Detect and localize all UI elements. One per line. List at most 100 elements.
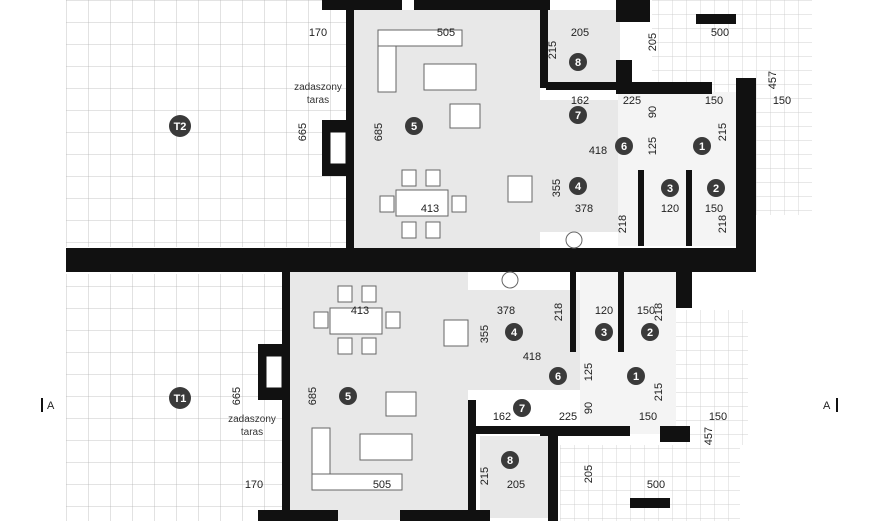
- dim-label: 162: [493, 411, 511, 423]
- dim-label: 170: [245, 479, 263, 491]
- upper-room-badge-4: 4: [569, 177, 587, 195]
- section-mark-right-tick: [836, 398, 838, 412]
- dim-label: 205: [583, 465, 595, 483]
- upper-fireplace: [329, 131, 347, 165]
- upper-room8-fill: [546, 10, 620, 84]
- dim-label: 205: [507, 479, 525, 491]
- lower-furniture: [311, 271, 519, 491]
- upper-dimensions: 170 505 205 205 500 215 457 150 162 225 …: [297, 27, 791, 233]
- dim-label: 218: [617, 215, 629, 233]
- dim-label: 500: [647, 479, 665, 491]
- lower-room-badge-6: 6: [549, 367, 567, 385]
- svg-text:7: 7: [519, 403, 525, 415]
- dim-label: 150: [637, 305, 655, 317]
- dim-label: 90: [647, 106, 659, 118]
- svg-text:5: 5: [411, 121, 417, 133]
- svg-text:5: 5: [345, 391, 351, 403]
- upper-room-badge-2: 2: [707, 179, 725, 197]
- svg-text:1: 1: [633, 371, 639, 383]
- svg-text:7: 7: [575, 110, 581, 122]
- dim-label: 418: [523, 351, 541, 363]
- upper-covered-terrace-line2: taras: [307, 95, 329, 106]
- lower-room8-fill: [480, 436, 552, 518]
- section-mark-right: A: [823, 400, 831, 412]
- dim-label: 218: [553, 303, 565, 321]
- dim-label: 225: [623, 95, 641, 107]
- lower-fireplace: [265, 355, 283, 389]
- svg-text:6: 6: [555, 371, 561, 383]
- lower-covered-terrace-line1: zadaszony: [228, 414, 276, 425]
- lower-dimensions: 413 378 218 120 150 218 685 665 355 418 …: [231, 303, 727, 491]
- dim-label: 413: [421, 203, 439, 215]
- lower-room-badges: 1 2 3 4 5 6 7 8: [339, 323, 659, 469]
- lower-room-badge-1: 1: [627, 367, 645, 385]
- dim-label: 162: [571, 95, 589, 107]
- dim-label: 125: [583, 363, 595, 381]
- svg-text:3: 3: [601, 327, 607, 339]
- lower-room-badge-8: 8: [501, 451, 519, 469]
- dim-label: 215: [653, 383, 665, 401]
- walls: [66, 0, 756, 521]
- svg-text:4: 4: [575, 181, 582, 193]
- terrace-right-lower-grid: [676, 310, 748, 445]
- lower-hall-fill: [580, 272, 676, 434]
- dim-label: 215: [479, 467, 491, 485]
- svg-text:8: 8: [507, 455, 513, 467]
- lower-room-badge-2: 2: [641, 323, 659, 341]
- dim-label: 150: [705, 203, 723, 215]
- dim-label: 505: [437, 27, 455, 39]
- dim-label: 225: [559, 411, 577, 423]
- dim-label: 355: [479, 325, 491, 343]
- dim-label: 378: [575, 203, 593, 215]
- lower-room-badge-4: 4: [505, 323, 523, 341]
- dim-label: 150: [705, 95, 723, 107]
- svg-text:2: 2: [713, 183, 719, 195]
- terrace-bottom-grid: [560, 445, 740, 521]
- svg-text:3: 3: [667, 183, 673, 195]
- dim-label: 215: [717, 123, 729, 141]
- upper-room-badge-1: 1: [693, 137, 711, 155]
- upper-furniture: [377, 29, 583, 249]
- svg-text:1: 1: [699, 141, 705, 153]
- dim-label: 457: [703, 427, 715, 445]
- lower-room-badge-5: 5: [339, 387, 357, 405]
- dim-label: 120: [661, 203, 679, 215]
- svg-text:8: 8: [575, 57, 581, 69]
- dim-label: 685: [307, 387, 319, 405]
- dim-label: 150: [709, 411, 727, 423]
- dim-label: 355: [551, 179, 563, 197]
- dim-label: 505: [373, 479, 391, 491]
- dim-label: 500: [711, 27, 729, 39]
- upper-room-badges: 1 2 3 4 5 6 7 8: [405, 53, 725, 197]
- dim-label: 90: [583, 402, 595, 414]
- dim-label: 170: [309, 27, 327, 39]
- upper-room-badge-3: 3: [661, 179, 679, 197]
- svg-text:6: 6: [621, 141, 627, 153]
- terrace-t2-label: T2: [174, 121, 187, 133]
- dim-label: 205: [571, 27, 589, 39]
- dim-label: 685: [373, 123, 385, 141]
- terrace-t2-grid: [66, 0, 350, 247]
- dim-label: 378: [497, 305, 515, 317]
- dim-label: 665: [297, 123, 309, 141]
- dim-label: 418: [589, 145, 607, 157]
- lower-covered-terrace-line2: taras: [241, 427, 263, 438]
- lower-room-badge-7: 7: [513, 399, 531, 417]
- section-mark-left-tick: [41, 398, 43, 412]
- terrace-t1-badge: [169, 387, 191, 409]
- dim-label: 413: [351, 305, 369, 317]
- dim-label: 665: [231, 387, 243, 405]
- upper-covered-terrace-line1: zadaszony: [294, 82, 342, 93]
- svg-text:4: 4: [511, 327, 518, 339]
- upper-room-badge-5: 5: [405, 117, 423, 135]
- terrace-t2-badge: [169, 115, 191, 137]
- section-mark-left: A: [47, 400, 55, 412]
- dim-label: 120: [595, 305, 613, 317]
- dim-label: 218: [717, 215, 729, 233]
- lower-room-badge-3: 3: [595, 323, 613, 341]
- dim-label: 150: [639, 411, 657, 423]
- upper-room-badge-6: 6: [615, 137, 633, 155]
- terrace-t1-label: T1: [174, 393, 187, 405]
- dim-label: 457: [767, 71, 779, 89]
